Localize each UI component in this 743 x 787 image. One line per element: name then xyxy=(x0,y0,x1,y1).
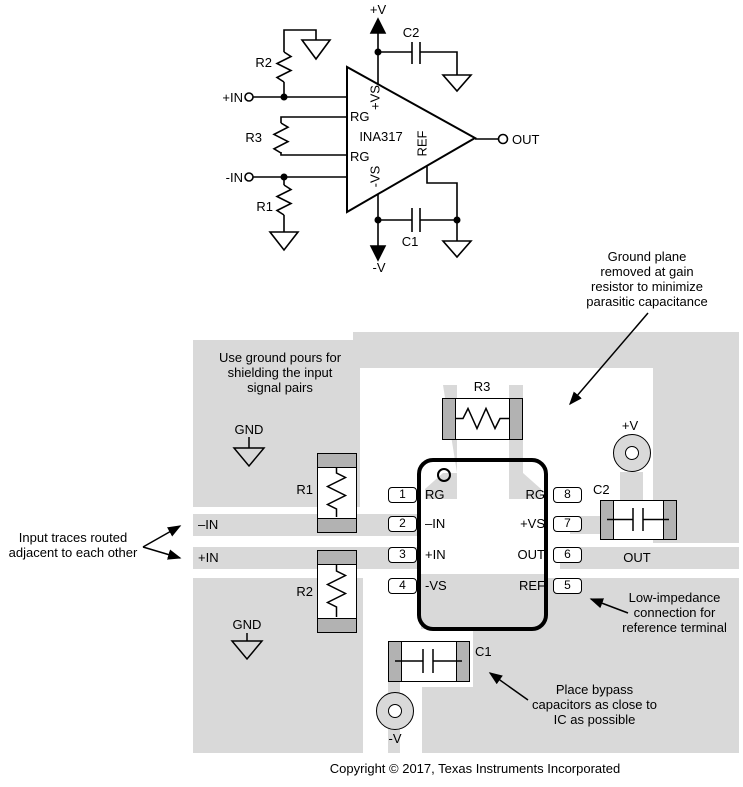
schematic-c1-label: C1 xyxy=(401,234,419,249)
resistor-r1-zigzag xyxy=(275,184,293,216)
input-traces-note: Input traces routed adjacent to each oth… xyxy=(8,530,138,560)
pcb-copper-pours xyxy=(193,332,739,753)
ground-icon xyxy=(232,447,266,468)
ground-icon xyxy=(441,240,473,259)
bypass-caps-note: Place bypass capacitors as close to IC a… xyxy=(531,682,657,727)
input-terminal xyxy=(244,92,254,102)
schematic-ref-pin-label: REF xyxy=(414,130,430,157)
pour-below-c1 xyxy=(422,687,473,753)
arrow-input-trace-top xyxy=(142,525,182,548)
ground-pours-note: Use ground pours for shielding the input… xyxy=(218,350,342,395)
schematic-pos-input-label: +IN xyxy=(222,90,243,105)
schematic-output-label: OUT xyxy=(512,132,540,147)
pad xyxy=(317,550,357,565)
pcb-layout: Use ground pours for shielding the input… xyxy=(193,332,739,755)
schematic-rg-bottom-label: RG xyxy=(350,149,370,164)
pcb-resistor-r2 xyxy=(317,550,357,633)
pad xyxy=(317,453,357,468)
resistor-zigzag xyxy=(325,565,348,617)
via-hole xyxy=(388,704,402,718)
opamp-triangle xyxy=(346,65,478,214)
schematic-device-label: INA317 xyxy=(359,129,403,144)
pcb-resistor-r3 xyxy=(442,398,523,440)
pour-under-ic xyxy=(421,574,545,629)
resistor-r2-zigzag xyxy=(275,51,293,83)
trace-out xyxy=(560,547,739,569)
pin-number-7: 7 xyxy=(553,516,582,532)
copyright-text: Copyright © 2017, Texas Instruments Inco… xyxy=(329,761,621,776)
trace-pos-v xyxy=(620,472,643,500)
pin1-indicator-icon xyxy=(437,468,451,482)
pcb-resistor-r1 xyxy=(317,453,357,533)
pin-name-neg-vs: -VS xyxy=(425,578,447,593)
neg-in-trace-label: –IN xyxy=(198,517,219,532)
pin-number-5: 5 xyxy=(553,578,582,594)
pcb-c1-label: C1 xyxy=(475,644,492,659)
trace-pos-in xyxy=(193,547,417,569)
schematic-vs-neg-pin-label: -VS xyxy=(367,165,383,188)
schematic-neg-supply-label: -V xyxy=(372,260,386,275)
pad xyxy=(317,618,357,633)
pin-name-pos-in: +IN xyxy=(425,547,446,562)
pcb-capacitor-c2 xyxy=(600,500,677,540)
low-impedance-note: Low-impedance connection for reference t… xyxy=(622,590,727,635)
pcb-r1-label: R1 xyxy=(296,482,313,497)
schematic-wires xyxy=(244,17,509,262)
ground-plane-note: Ground plane removed at gain resistor to… xyxy=(586,249,708,309)
neg-v-via xyxy=(376,692,414,730)
ground-icon xyxy=(441,74,473,93)
pin-name-pos-vs: +VS xyxy=(520,516,545,531)
ground-icon xyxy=(300,39,332,61)
resistor-r3-zigzag xyxy=(272,122,290,154)
pos-v-via xyxy=(613,434,651,472)
pin-number-1: 1 xyxy=(388,487,417,503)
pin-number-6: 6 xyxy=(553,547,582,563)
schematic-r1-label: R1 xyxy=(256,199,273,214)
arrow-up-icon xyxy=(369,17,387,34)
input-terminal xyxy=(244,172,254,182)
resistor-zigzag xyxy=(456,406,509,431)
arrow-down-icon xyxy=(369,245,387,262)
pos-v-label: +V xyxy=(621,418,639,433)
pcb-r3-label: R3 xyxy=(473,379,491,394)
pad xyxy=(442,398,456,440)
pcb-r2-label: R2 xyxy=(296,584,313,599)
capacitor-symbol xyxy=(395,649,462,673)
schematic-r2-label: R2 xyxy=(255,55,272,70)
pin-number-3: 3 xyxy=(388,547,417,563)
pin-name-rg-left: RG xyxy=(425,487,445,502)
pin-number-8: 8 xyxy=(553,487,582,503)
ground-icon xyxy=(268,231,300,252)
pin-name-rg-right: RG xyxy=(525,487,546,502)
capacitor-symbol xyxy=(607,508,669,531)
ic-outline xyxy=(417,458,548,631)
pos-in-trace-label: +IN xyxy=(198,550,219,565)
schematic-vs-pos-pin-label: +VS xyxy=(367,85,383,110)
pin-number-2: 2 xyxy=(388,516,417,532)
resistor-zigzag xyxy=(325,468,348,517)
pin-number-4: 4 xyxy=(388,578,417,594)
neg-v-label: -V xyxy=(388,731,402,746)
gnd-top-label: GND xyxy=(234,422,264,437)
pcb-c2-label: C2 xyxy=(593,482,610,497)
arrow-input-trace-bottom xyxy=(142,546,182,560)
schematic-diagram: +V -V +IN -IN OUT R2 R1 R3 C2 C1 INA317 … xyxy=(0,0,743,330)
output-terminal xyxy=(497,133,509,145)
pin-name-neg-in: –IN xyxy=(425,516,446,531)
schematic-neg-input-label: -IN xyxy=(225,170,243,185)
pcb-capacitor-c1 xyxy=(388,641,470,682)
pad xyxy=(509,398,523,440)
out-trace-label: OUT xyxy=(623,550,651,565)
trace-neg-in xyxy=(193,514,417,536)
pin-name-ref: REF xyxy=(519,578,545,593)
gnd-bottom-label: GND xyxy=(232,617,262,632)
pad xyxy=(317,518,357,533)
ground-icon xyxy=(230,640,264,661)
schematic-r3-label: R3 xyxy=(245,130,262,145)
schematic-pos-supply-label: +V xyxy=(369,2,387,17)
schematic-c2-label: C2 xyxy=(402,25,420,40)
via-hole xyxy=(625,446,639,460)
schematic-rg-top-label: RG xyxy=(350,109,370,124)
pin-name-out: OUT xyxy=(517,547,545,562)
